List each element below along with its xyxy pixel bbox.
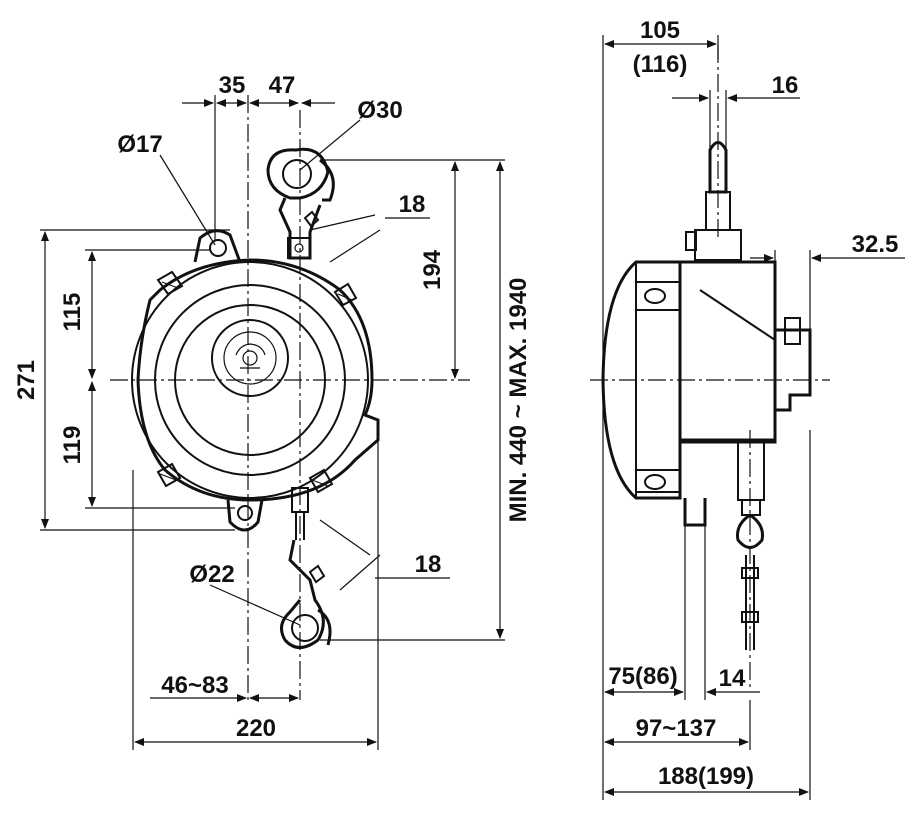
top-hook bbox=[266, 147, 335, 260]
adjust-screw-detail bbox=[235, 343, 266, 369]
drum-outer bbox=[131, 261, 369, 499]
dim-phi17: Ø17 bbox=[117, 131, 162, 158]
dim-115: 115 bbox=[59, 293, 86, 332]
drum-mid bbox=[154, 284, 346, 476]
dim-220: 220 bbox=[236, 715, 276, 742]
phi17-leader bbox=[159, 154, 216, 246]
top-ear-hole bbox=[209, 239, 227, 257]
drum-inner bbox=[174, 304, 326, 456]
phi30-leader bbox=[299, 119, 361, 171]
side-housing bbox=[678, 260, 777, 444]
dimension-labels: 105 (116) 16 32.5 35 47 Ø30 Ø17 18 194 1… bbox=[13, 17, 898, 790]
dim-105: 105 bbox=[640, 17, 680, 44]
bottom-hook bbox=[279, 487, 332, 649]
front-view bbox=[40, 95, 505, 750]
dim-116: (116) bbox=[633, 51, 688, 78]
dim-97-137: 97~137 bbox=[636, 715, 717, 742]
dim-18-bottom: 18 bbox=[415, 551, 442, 578]
side-view bbox=[590, 35, 905, 800]
hub-mid bbox=[223, 331, 277, 385]
hub-center bbox=[242, 350, 258, 366]
dim-46-83: 46~83 bbox=[161, 672, 228, 699]
bottom-ear-hole bbox=[237, 505, 253, 521]
dim-194: 194 bbox=[419, 249, 446, 290]
dim-14: 14 bbox=[719, 665, 746, 692]
top-ear bbox=[193, 229, 242, 263]
dim-75-86: 75(86) bbox=[608, 663, 677, 690]
front-bolts bbox=[156, 270, 358, 494]
dim-271: 271 bbox=[13, 360, 40, 400]
side-top-hook bbox=[685, 141, 742, 261]
dim-phi30: Ø30 bbox=[357, 97, 402, 124]
dim-35: 35 bbox=[219, 72, 246, 99]
hub-outer bbox=[211, 319, 289, 397]
dim-47: 47 bbox=[269, 72, 296, 99]
dim-stroke-range: MIN. 440 ~ MAX. 1940 bbox=[505, 278, 532, 523]
dim-119: 119 bbox=[59, 426, 86, 465]
dim-16: 16 bbox=[772, 72, 799, 99]
dim-32-5: 32.5 bbox=[852, 231, 899, 258]
side-bottom-hook bbox=[736, 439, 765, 650]
phi22-leader bbox=[209, 584, 301, 626]
bottom-ear bbox=[226, 499, 264, 532]
dim-188-199: 188(199) bbox=[658, 763, 754, 790]
dim-18-top: 18 bbox=[399, 191, 426, 218]
dim-phi22: Ø22 bbox=[189, 561, 234, 588]
